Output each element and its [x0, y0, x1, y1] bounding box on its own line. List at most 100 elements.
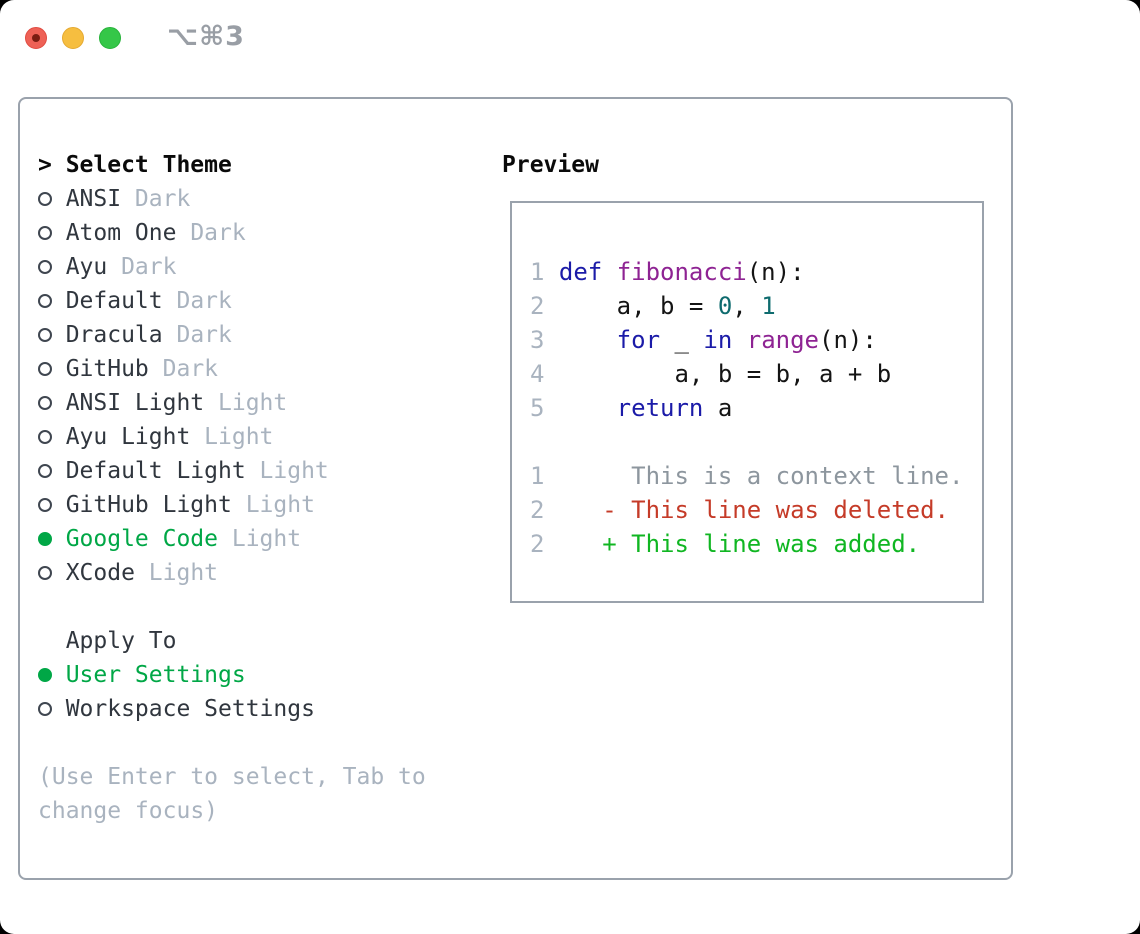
code-token: a [703, 394, 733, 422]
radio-icon [38, 668, 66, 682]
code-line: 5 return a [530, 391, 982, 425]
radio-circle-icon [38, 396, 52, 410]
radio-circle-icon [38, 532, 52, 546]
radio-icon [38, 430, 66, 444]
code-token: , [732, 292, 762, 320]
apply-option-label: User Settings [65, 662, 246, 688]
theme-option-variant: Light [245, 492, 315, 518]
code-token: (n): [746, 258, 805, 286]
radio-circle-icon [38, 328, 52, 342]
theme-option-name: Atom One [65, 220, 177, 246]
apply-option-label: Workspace Settings [65, 696, 315, 722]
code-token: fibonacci [616, 258, 747, 286]
code-token: def [558, 258, 603, 286]
line-number: 2 [530, 496, 545, 524]
traffic-light-close-button[interactable] [25, 27, 47, 49]
theme-option-variant: Light [231, 526, 302, 552]
preview-title: Preview [502, 152, 599, 178]
line-number: 1 [530, 258, 545, 286]
radio-circle-icon [38, 498, 52, 512]
code-line: 2 a, b = 0, 1 [530, 289, 982, 323]
radio-circle-icon [38, 430, 52, 444]
apply-option[interactable]: User Settings [38, 658, 426, 692]
theme-option[interactable]: GitHub Dark [38, 352, 426, 386]
hint-text-line-2: change focus) [38, 798, 219, 824]
code-token: return [616, 394, 704, 422]
radio-icon [38, 226, 66, 240]
radio-circle-icon [38, 566, 52, 580]
code-token [559, 326, 617, 354]
diff-line: 2 - This line was deleted. [530, 493, 982, 527]
code-token: a, b = b, a + b [558, 360, 892, 388]
radio-circle-icon [38, 294, 52, 308]
cursor-marker-icon: > [38, 152, 52, 178]
apply-to-title: Apply To [65, 628, 177, 654]
radio-icon [38, 396, 66, 410]
diff-preview: 1 This is a context line.2 - This line w… [530, 459, 982, 561]
diff-line: 1 This is a context line. [530, 459, 982, 493]
radio-circle-icon [38, 192, 52, 206]
code-token [559, 394, 617, 422]
theme-option-variant: Dark [162, 356, 219, 382]
theme-option-name: Dracula [65, 322, 163, 348]
radio-circle-icon [38, 702, 52, 716]
theme-option-name: XCode [65, 560, 135, 586]
theme-option-name: ANSI Light [65, 390, 205, 416]
traffic-light-zoom-button[interactable] [99, 27, 121, 49]
line-number: 2 [530, 530, 545, 558]
diff-line: 2 + This line was added. [530, 527, 982, 561]
traffic-light-minimize-button[interactable] [62, 27, 84, 49]
radio-circle-icon [38, 226, 52, 240]
code-token [602, 258, 616, 286]
line-number: 1 [530, 462, 545, 490]
spacer [38, 590, 426, 624]
radio-circle-icon [38, 668, 52, 682]
code-token: a, b = [558, 292, 718, 320]
code-token: 1 [761, 292, 776, 320]
theme-option-variant: Light [204, 424, 274, 450]
code-token: range [746, 326, 819, 354]
theme-option-name: Default [65, 288, 163, 314]
radio-circle-icon [38, 362, 52, 376]
theme-option-name: Ayu Light [65, 424, 191, 450]
code-token: 0 [717, 292, 733, 320]
theme-option[interactable]: XCode Light [38, 556, 426, 590]
code-line: 3 for _ in range(n): [530, 323, 982, 357]
theme-option[interactable]: Ayu Light Light [38, 420, 426, 454]
radio-icon [38, 464, 66, 478]
code-token [732, 326, 746, 354]
radio-icon [38, 294, 66, 308]
theme-option-name: GitHub Light [65, 492, 232, 518]
radio-icon [38, 260, 66, 274]
apply-option[interactable]: Workspace Settings [38, 692, 426, 726]
theme-selector-title: Select Theme [65, 152, 232, 178]
theme-option-name: Default Light [65, 458, 246, 484]
radio-circle-icon [38, 260, 52, 274]
line-number: 3 [530, 326, 545, 354]
radio-icon [38, 566, 66, 580]
theme-option-variant: Light [148, 560, 219, 586]
line-number: 2 [530, 292, 545, 320]
hint-text-line-1: (Use Enter to select, Tab to [38, 764, 426, 790]
spacer [530, 425, 982, 459]
window-title-shortcut: ⌥⌘3 [167, 21, 245, 52]
theme-option[interactable]: GitHub Light Light [38, 488, 426, 522]
theme-option-variant: Dark [134, 186, 191, 212]
radio-icon [38, 192, 66, 206]
apply-to-header-row: Apply To [38, 624, 426, 658]
line-number: 4 [530, 360, 545, 388]
theme-option-name: GitHub [65, 356, 149, 382]
